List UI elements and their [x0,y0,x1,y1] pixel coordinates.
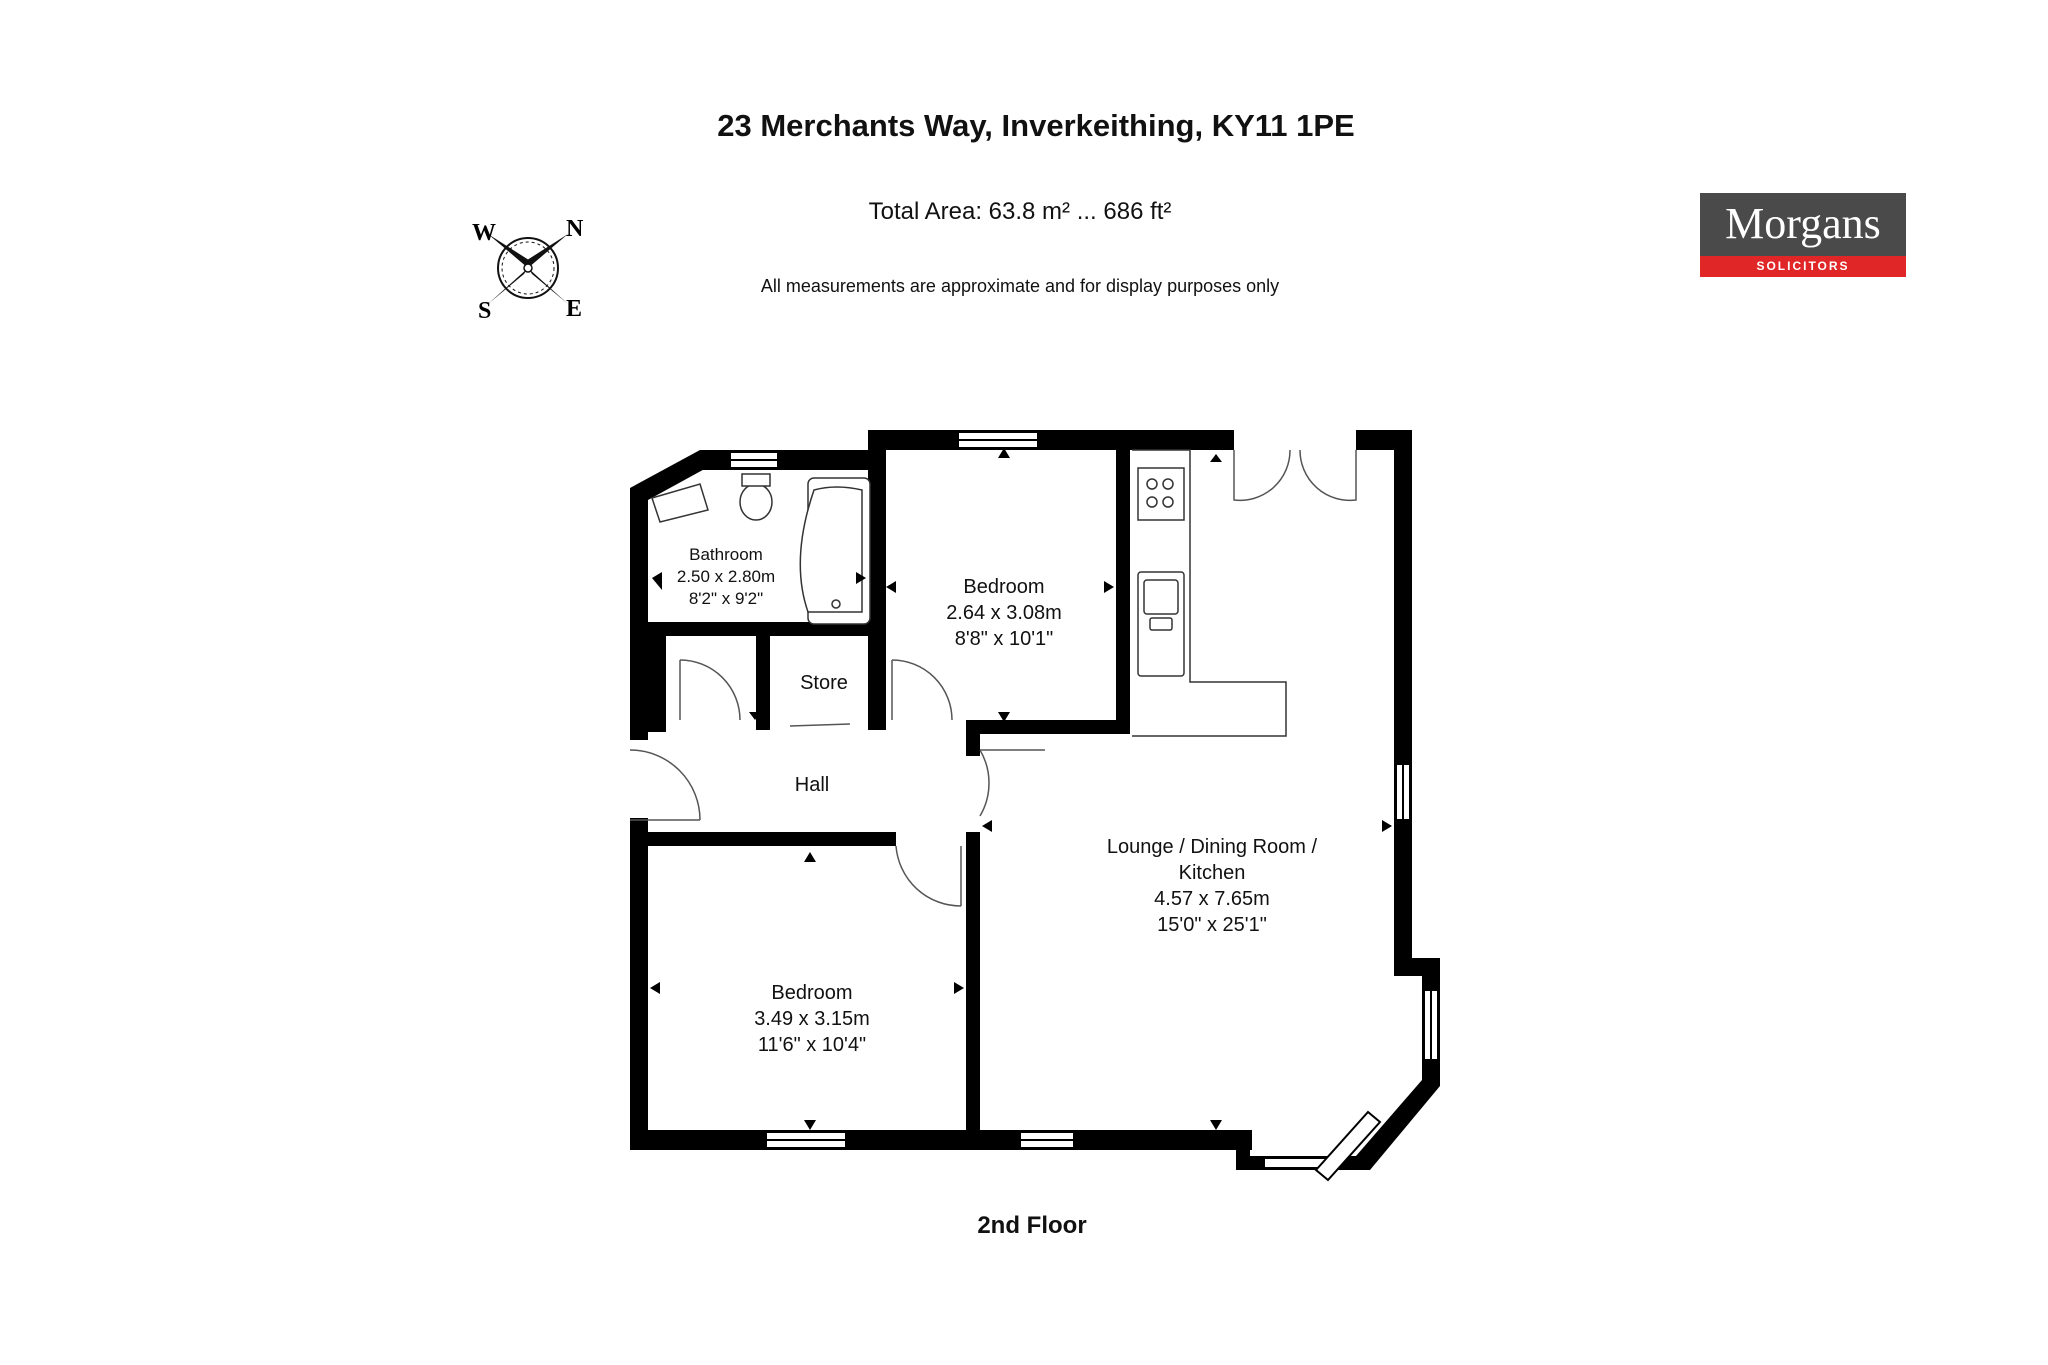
room-lounge-imperial: 15'0" x 25'1" [1157,914,1267,936]
disclaimer: All measurements are approximate and for… [760,276,1280,296]
room-bedroom-top: Bedroom 2.64 x 3.08m 8'8" x 10'1" [946,574,1062,652]
room-bedroom-top-name: Bedroom [963,576,1045,598]
door-lounge [979,749,990,817]
room-store-name: Store [800,672,848,694]
morgans-logo: Morgans SOLICITORS [1700,193,1906,277]
wall-lounge-left [966,832,980,1150]
compass-e: E [566,296,582,322]
room-lounge: Lounge / Dining Room / Kitchen 4.57 x 7.… [1107,834,1317,938]
room-bedroom-bottom: Bedroom 3.49 x 3.15m 11'6" x 10'4" [754,980,870,1058]
hob-icon [1137,467,1185,521]
wall-right-upper [1394,430,1412,970]
room-bathroom-metric: 2.50 x 2.80m [676,567,776,586]
door-entrance [629,749,701,821]
logo-tagline: SOLICITORS [1700,256,1906,277]
door-french-left [1233,449,1291,502]
wall-store-left [756,622,770,730]
room-hall: Hall [795,772,829,798]
compass-n: N [566,216,584,242]
room-bathroom-imperial: 8'2" x 9'2" [688,589,764,608]
room-lounge-name-1: Lounge / Dining Room / [1106,836,1318,858]
wall-store-right [868,622,882,730]
total-area: Total Area: 63.8 m² ... 686 ft² [868,198,1172,225]
wall-top-bedroom [868,430,1234,450]
room-bedroom-bottom-name: Bedroom [771,982,853,1004]
compass-w: W [472,220,496,246]
wall-hall-bottom [648,832,896,846]
floor-label: 2nd Floor [977,1212,1087,1239]
door-bedroom-bottom [895,845,962,907]
wall-left-thick [630,636,666,732]
room-bedroom-bottom-metric: 3.49 x 3.15m [754,1008,870,1030]
property-address: 23 Merchants Way, Inverkeithing, KY11 1P… [717,108,1355,143]
room-bathroom-name: Bathroom [689,545,763,564]
wall-bay-diagonal [1356,1080,1440,1170]
room-hall-name: Hall [794,774,830,796]
wall-bedroom-right [1116,430,1130,734]
wall-left-lower [630,818,648,1150]
wall-bottom [630,1130,1252,1150]
door-bedroom-top [891,659,953,721]
compass-icon: W N S E [472,216,584,324]
room-bedroom-top-imperial: 8'8" x 10'1" [954,628,1054,650]
wall-bedroom-bottom [966,720,1126,734]
room-bedroom-bottom-imperial: 11'6" x 10'4" [757,1034,867,1056]
wall-lounge-door-stub [966,720,980,756]
room-lounge-metric: 4.57 x 7.65m [1154,888,1270,910]
room-bathroom: Bathroom 2.50 x 2.80m 8'2" x 9'2" [677,544,775,610]
room-lounge-name-2: Kitchen [1178,862,1246,884]
room-bedroom-top-metric: 2.64 x 3.08m [946,602,1062,624]
room-store: Store [800,670,848,696]
toilet-icon [739,483,773,521]
compass-s: S [478,298,491,324]
arrow-bedroom-top [998,448,1010,458]
window-bay-diagonal [1314,1110,1382,1182]
logo-name: Morgans [1700,193,1906,256]
wall-top-bathroom [700,450,870,470]
door-bathroom [679,659,741,721]
wall-bathroom-diagonal [630,450,710,500]
door-french-right [1299,449,1357,502]
basin-icon [651,483,709,523]
window-bay-bottom [1263,1157,1327,1169]
